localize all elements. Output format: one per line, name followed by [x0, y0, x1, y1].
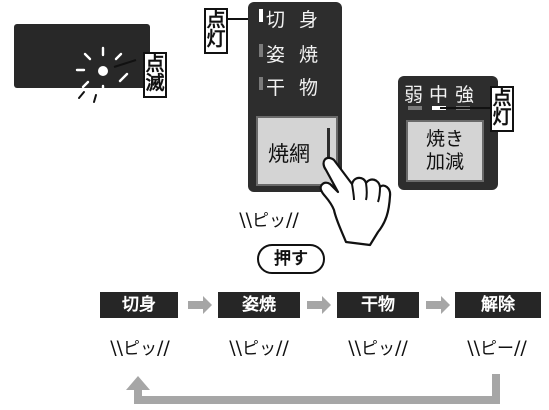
- loop-back-arrow: [126, 374, 500, 404]
- mode-label-sugatayaki: 姿 焼: [266, 44, 323, 66]
- sequence-step-kaijo: 解除: [455, 292, 541, 318]
- blink-display: [14, 24, 150, 88]
- pressing-hand-icon: [319, 156, 392, 247]
- lit-label-left: 点灯: [204, 8, 228, 54]
- arrow-right-icon: [426, 296, 450, 314]
- mode-label-kirimi: 切 身: [266, 9, 323, 31]
- blink-label: 点滅: [143, 52, 167, 98]
- yakiami-button-indicator: [327, 128, 330, 174]
- yakikagen-button-line2: 加減: [425, 151, 464, 173]
- beep-sugatayaki: \\ピッ//: [229, 337, 289, 359]
- arrow-right-icon: [188, 296, 212, 314]
- sequence-step-sugatayaki: 姿焼: [218, 292, 300, 318]
- lit-pointer-right: [440, 107, 494, 109]
- lit-label-right: 点灯: [490, 86, 514, 132]
- level-label-kyo: 強: [455, 84, 479, 106]
- level-led-chu: [432, 106, 446, 110]
- yakiami-button-label: 焼網: [268, 142, 310, 166]
- mode-led-himono: [259, 77, 263, 90]
- yakikagen-button[interactable]: 焼き 加減: [406, 120, 484, 182]
- beep-himono: \\ピッ//: [348, 337, 408, 359]
- blink-burst-icon: [75, 46, 137, 103]
- beep-press: \\ピッ//: [239, 209, 299, 231]
- sequence-step-himono: 干物: [337, 292, 419, 318]
- beep-kirimi: \\ピッ//: [110, 337, 170, 359]
- arrow-right-icon: [307, 296, 331, 314]
- level-led-jaku: [408, 106, 422, 110]
- mode-led-sugatayaki: [259, 44, 263, 57]
- level-label-jaku: 弱: [404, 84, 428, 106]
- level-label-chu: 中: [429, 84, 453, 106]
- push-label: 押す: [257, 244, 325, 274]
- yakikagen-button-line1: 焼き: [425, 128, 464, 150]
- mode-label-himono: 干 物: [266, 77, 323, 99]
- mode-led-kirimi: [259, 9, 263, 22]
- sequence-step-kirimi: 切身: [100, 292, 178, 318]
- yakiami-button[interactable]: 焼網: [256, 116, 338, 186]
- beep-kaijo: \\ピー//: [467, 337, 527, 359]
